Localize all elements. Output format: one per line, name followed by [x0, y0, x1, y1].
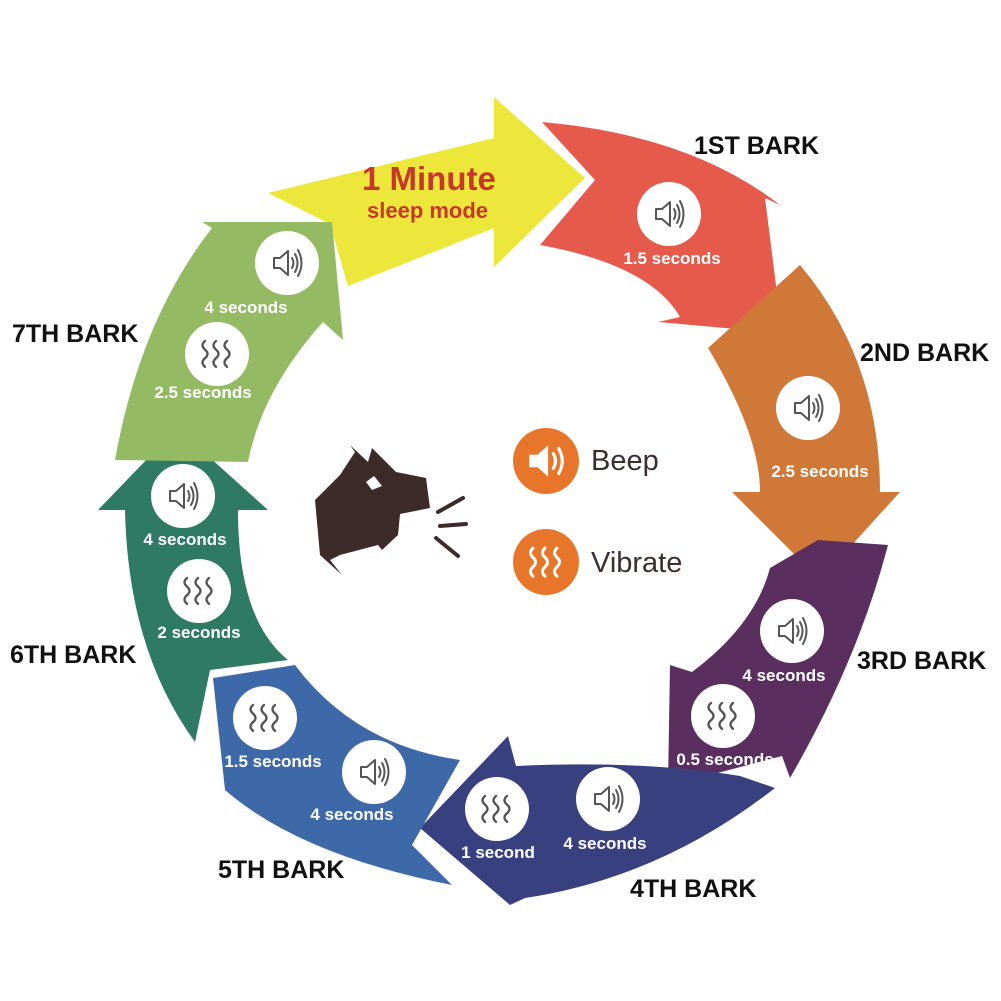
barking-dog-icon	[315, 445, 468, 575]
legend-vibrate-icon	[513, 529, 579, 595]
step-duration-label: 2.5 seconds	[771, 462, 868, 481]
legend-beep-icon	[513, 428, 579, 494]
bark-7-label: 7TH BARK	[12, 320, 139, 348]
speaker-icon	[342, 740, 406, 804]
vibration-icon	[233, 686, 297, 750]
step-duration-label: 0.5 seconds	[676, 750, 773, 769]
step-duration-label: 4 seconds	[204, 298, 287, 317]
sleep-mode-subtitle: sleep mode	[367, 198, 489, 223]
vibration-icon	[167, 559, 231, 623]
step-duration-label: 4 seconds	[742, 666, 825, 685]
bark-1-label: 1ST BARK	[694, 132, 820, 160]
sleep-mode-title: 1 Minute	[362, 160, 496, 197]
bark-2-label: 2ND BARK	[860, 339, 990, 367]
speaker-icon	[255, 231, 319, 295]
step-duration-label: 4 seconds	[563, 834, 646, 853]
vibration-icon	[185, 322, 249, 386]
legend-vibrate-label: Vibrate	[591, 547, 683, 579]
step-duration-label: 2.5 seconds	[154, 383, 251, 402]
speaker-icon	[760, 599, 824, 663]
bark-6-label: 6TH BARK	[10, 641, 137, 669]
speaker-icon	[151, 464, 215, 528]
speaker-icon	[576, 767, 640, 831]
step-duration-label: 2 seconds	[157, 623, 240, 642]
bark-4-label: 4TH BARK	[630, 875, 757, 903]
bark-3-label: 3RD BARK	[857, 647, 987, 675]
vibration-icon	[465, 777, 529, 841]
sleep-mode-arrow	[268, 97, 585, 286]
legend-beep-label: Beep	[591, 445, 659, 477]
step-duration-label: 4 seconds	[310, 805, 393, 824]
vibration-icon	[691, 684, 755, 748]
speaker-icon	[637, 182, 701, 246]
step-duration-label: 1 second	[461, 843, 535, 862]
step-duration-label: 1.5 seconds	[623, 249, 720, 268]
step-duration-label: 4 seconds	[143, 530, 226, 549]
step-duration-label: 1.5 seconds	[224, 752, 321, 771]
bark-5-label: 5TH BARK	[218, 856, 345, 884]
speaker-icon	[776, 376, 840, 440]
